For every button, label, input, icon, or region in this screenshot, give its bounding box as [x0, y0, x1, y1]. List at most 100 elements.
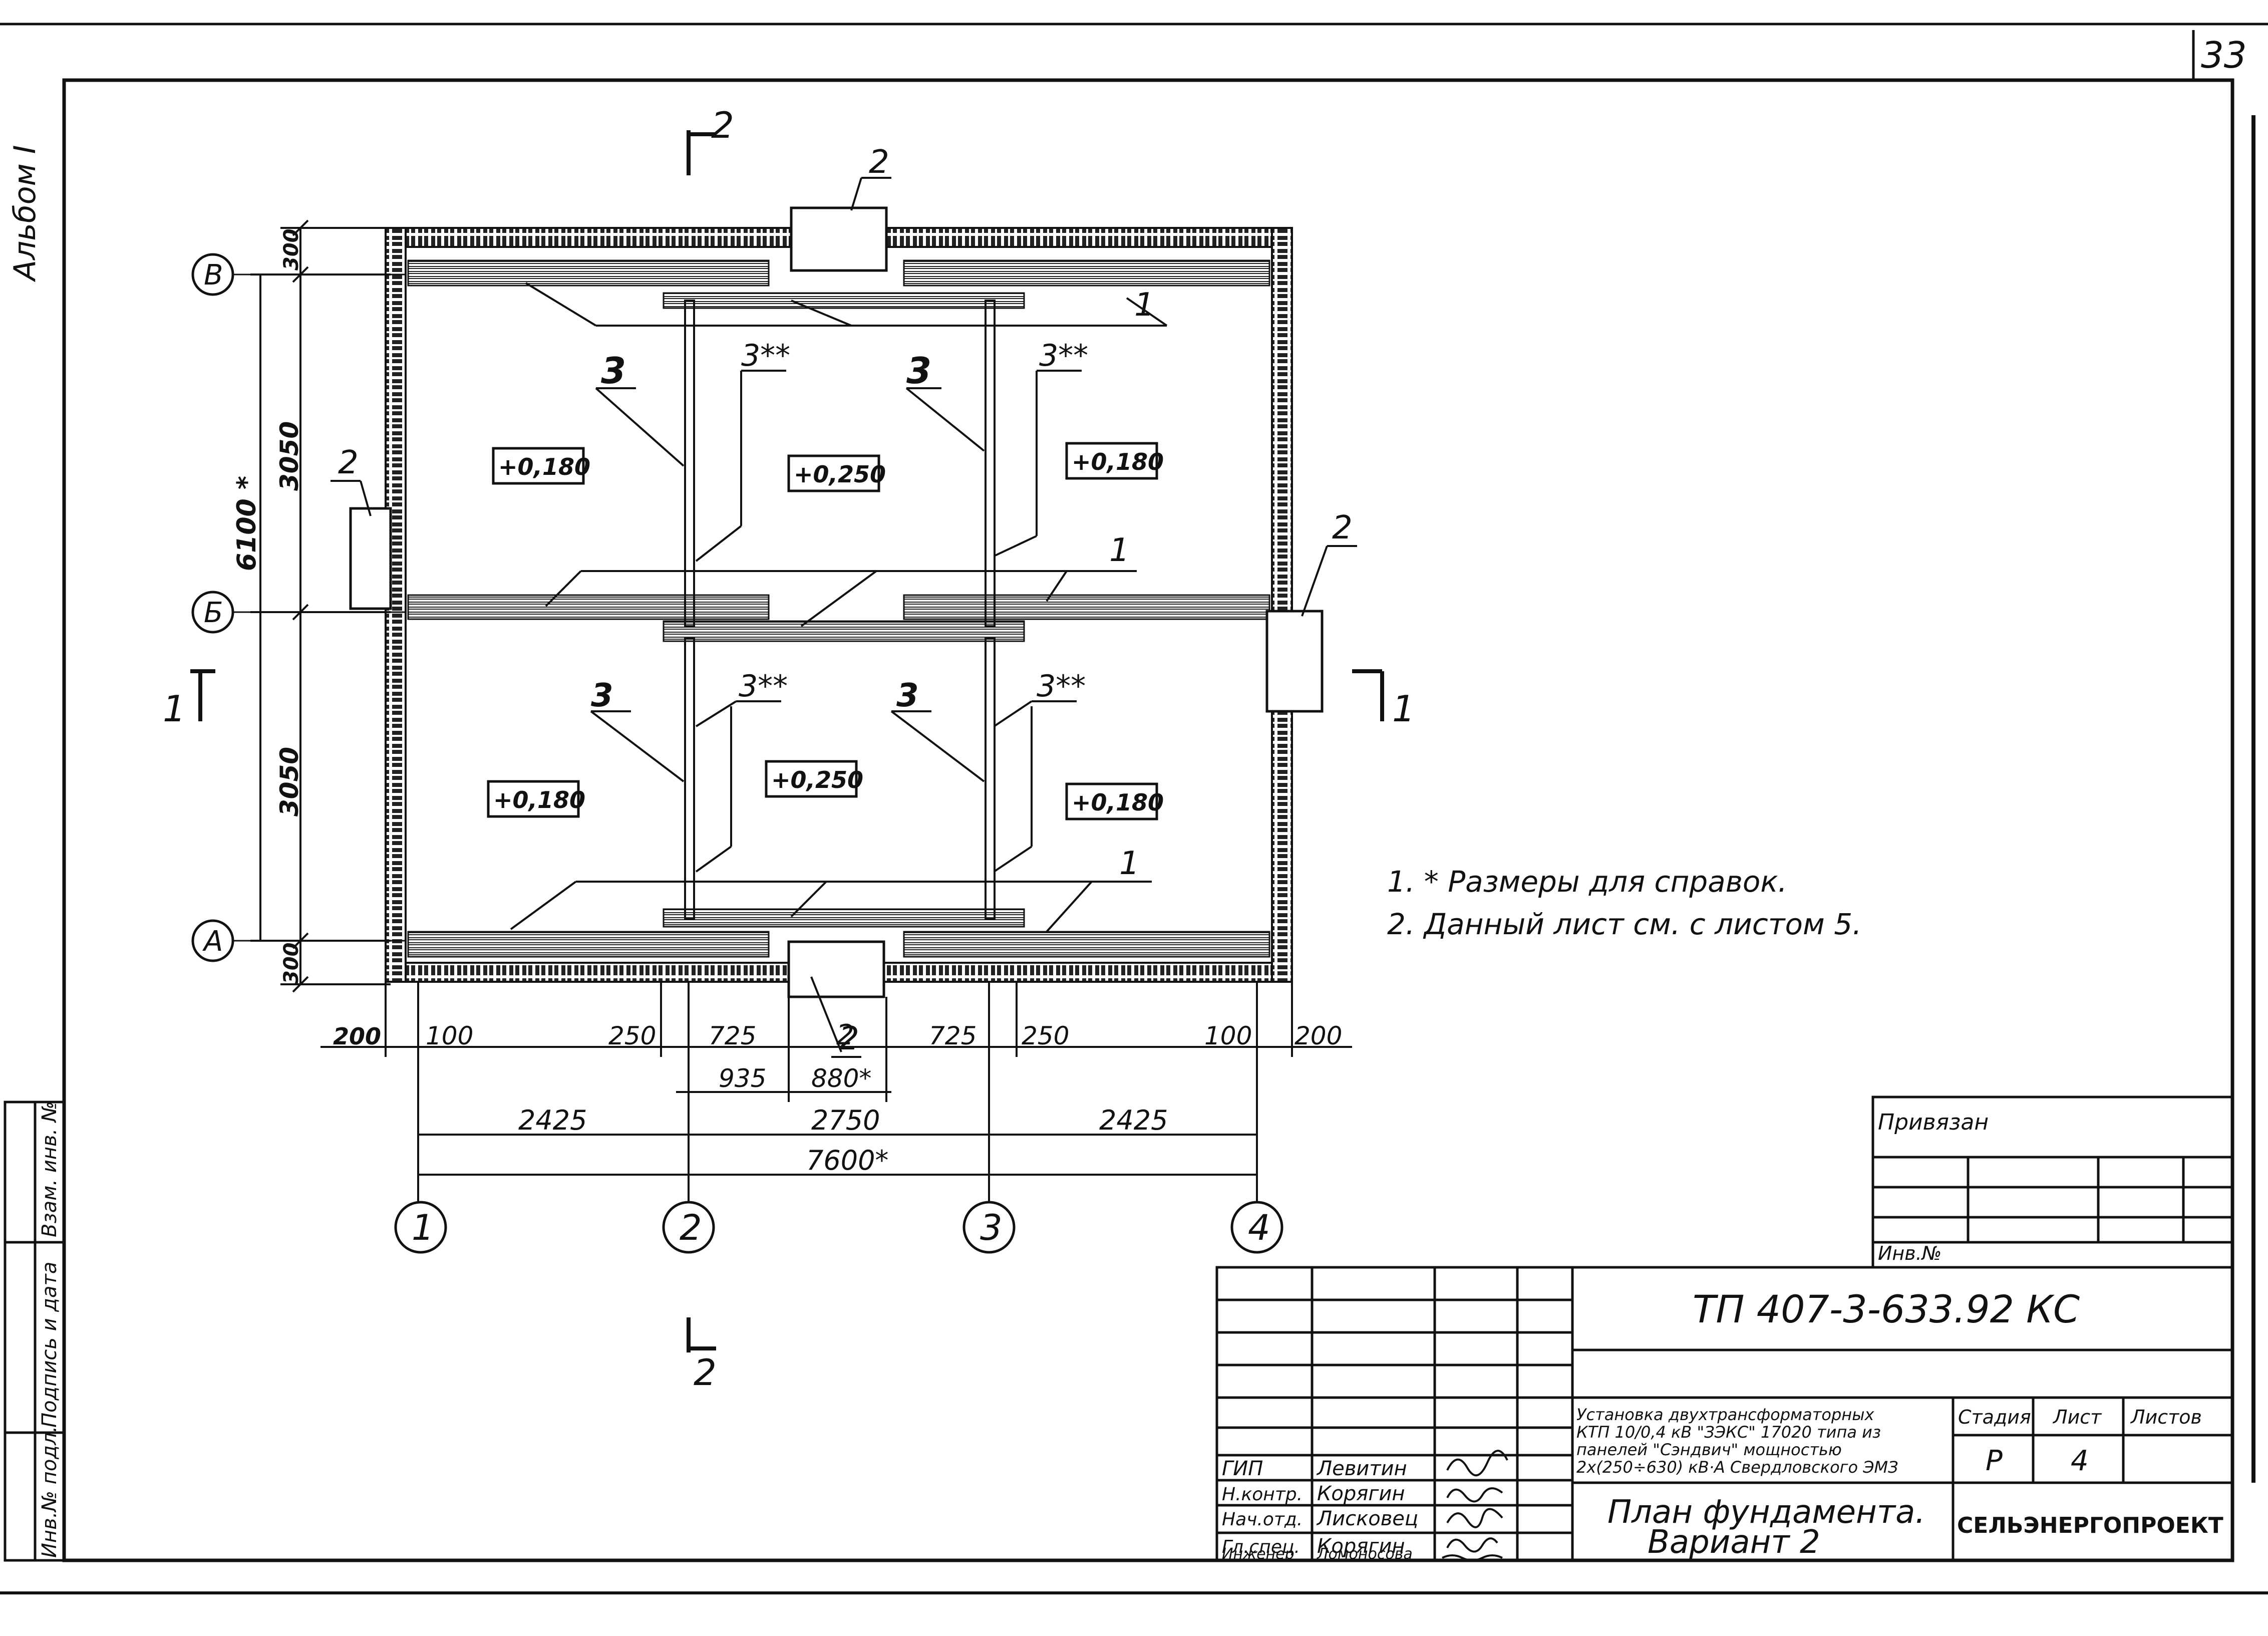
stage-header: Стадия: [1958, 1406, 2031, 1428]
opening-top: [790, 206, 888, 272]
callout-1-bottom: 1: [1119, 845, 1140, 882]
callout-3star-a: 3**: [741, 338, 790, 373]
drawing-code: ТП 407-3-633.92 КС: [1693, 1287, 2080, 1331]
callout-1-top: 1: [1134, 287, 1155, 324]
callout-2-bottom: 2: [839, 1020, 859, 1057]
section-mark-left: 1: [163, 688, 186, 730]
note-2: 2. Данный лист см. с листом 5.: [1387, 907, 1862, 941]
callout-2-top: 2: [869, 144, 889, 181]
dim-h-2750: 2750: [811, 1105, 880, 1136]
signature-scribbles: [1442, 1450, 1508, 1561]
dim-v-bottom-edge: 300: [280, 943, 303, 985]
axis-row-a: А: [202, 925, 223, 958]
dim-h-100-left: 100: [426, 1021, 473, 1050]
description-line-4: 2х(250÷630) кВ·А Свердловского ЭМЗ: [1576, 1458, 1898, 1477]
title-block: [1215, 1096, 2234, 1562]
drawing-title-line-1: План фундамента.: [1607, 1494, 1925, 1531]
dim-h-725-right: 725: [929, 1021, 977, 1050]
beam-row-b-left: [407, 594, 770, 620]
left-stamp: [4, 1101, 66, 1562]
dim-h-100-right: 100: [1204, 1021, 1252, 1050]
beam-row-v-right: [903, 259, 1270, 287]
callout-3star-b: 3**: [1039, 338, 1088, 373]
callout-3-b: 3: [906, 350, 931, 392]
sheets-header: Листов: [2130, 1406, 2202, 1428]
dim-h-880: 880*: [811, 1064, 871, 1093]
axis-row-v: В: [204, 259, 223, 292]
sig-name-2: Корягин: [1317, 1482, 1405, 1505]
dim-h-2: 2: [836, 1019, 854, 1051]
elevation-1: +0,180: [498, 453, 590, 480]
dim-v-bay-top: 3050: [275, 421, 304, 491]
description-line-3: панелей "Сэндвич" мощностью: [1576, 1440, 1842, 1459]
axis-col-3: 3: [980, 1207, 1003, 1248]
beam-row-v-left: [407, 259, 770, 287]
callout-3star-d: 3**: [1037, 669, 1086, 704]
section-mark-right: 1: [1392, 688, 1415, 730]
sig-name-5: Ломоносова: [1317, 1545, 1413, 1563]
axis-col-2: 2: [680, 1207, 702, 1248]
organization: СЕЛЬЭНЕРГОПРОЕКТ: [1957, 1513, 2223, 1538]
stamp-inv-podl: Инв.№ подл.: [38, 1426, 61, 1558]
dim-h-2425-left: 2425: [518, 1105, 587, 1136]
sig-role-5: Инженер: [1222, 1545, 1294, 1563]
elevation-6: +0,180: [1072, 789, 1164, 816]
beam-row-b-center: [663, 620, 1025, 642]
opening-left: [349, 507, 392, 610]
callout-3-d: 3: [896, 677, 919, 714]
dim-h-200-right: 200: [1294, 1021, 1342, 1050]
callout-3star-c: 3**: [739, 669, 788, 704]
callout-2-right: 2: [1332, 509, 1353, 547]
privyazan-label: Привязан: [1878, 1110, 1989, 1135]
opening-right: [1265, 610, 1324, 713]
description-line-2: КТП 10/0,4 кВ "ЗЭКС" 17020 типа из: [1576, 1423, 1881, 1442]
beam-row-v-center: [663, 292, 1025, 309]
dim-h-2425-right: 2425: [1099, 1105, 1168, 1136]
beam-row-a-left: [407, 931, 770, 958]
axis-col-4: 4: [1248, 1207, 1270, 1248]
inv-no-label: Инв.№: [1878, 1242, 1941, 1264]
section-mark-bottom: 2: [694, 1351, 717, 1394]
callout-2-left: 2: [338, 444, 359, 481]
note-1: 1. * Размеры для справок.: [1387, 865, 1787, 899]
sheet-value: 4: [2071, 1445, 2089, 1477]
album-label: Альбом I: [8, 145, 43, 283]
dim-h-total: 7600*: [806, 1145, 888, 1176]
sig-role-1: ГИП: [1222, 1457, 1263, 1480]
callout-3-c: 3: [591, 677, 613, 714]
dim-h-725-left: 725: [709, 1021, 756, 1050]
axis-row-b: Б: [204, 597, 223, 629]
page-frame: [0, 23, 2268, 1594]
callout-3-a: 3: [601, 350, 626, 392]
dim-v-bay-bottom: 3050: [275, 747, 304, 816]
foundation-plan: +0,180 +0,250 +0,180 +0,180 +0,250 +0,18…: [163, 104, 1415, 1394]
elevation-5: +0,250: [771, 766, 863, 793]
dim-v-total: 6100 *: [232, 476, 262, 571]
dim-h-250-right: 250: [1022, 1021, 1069, 1050]
elevation-3: +0,180: [1072, 448, 1164, 475]
sheet-number: 33: [2201, 34, 2247, 76]
callout-1-mid: 1: [1109, 532, 1130, 569]
sig-name-3: Лисковец: [1316, 1507, 1418, 1530]
sig-name-1: Левитин: [1316, 1457, 1407, 1480]
stage-value: Р: [1986, 1445, 2003, 1477]
dim-h-250-left: 250: [608, 1021, 656, 1050]
beam-row-a-right: [903, 931, 1270, 958]
dim-h-200-left: 200: [333, 1023, 381, 1050]
elevation-2: +0,250: [794, 461, 886, 488]
stamp-vzam-inv: Взам. инв. №: [38, 1101, 61, 1237]
dim-v-top-edge: 300: [280, 229, 303, 271]
sig-role-3: Нач.отд.: [1222, 1509, 1303, 1530]
sig-role-4: Гл.спец.: [1222, 1537, 1300, 1557]
notes: 1. * Размеры для справок. 2. Данный лист…: [1387, 865, 1862, 941]
opening-bottom: [787, 940, 885, 998]
beam-row-b-right: [903, 594, 1270, 620]
wall-right: [1271, 227, 1293, 983]
elevation-4: +0,180: [493, 786, 585, 813]
sheet-header: Лист: [2052, 1406, 2102, 1428]
stamp-signature-date: Подпись и дата: [38, 1262, 61, 1428]
dim-h-935: 935: [719, 1064, 766, 1093]
sig-role-2: Н.контр.: [1222, 1484, 1303, 1505]
sig-name-4: Корягин: [1317, 1535, 1405, 1558]
